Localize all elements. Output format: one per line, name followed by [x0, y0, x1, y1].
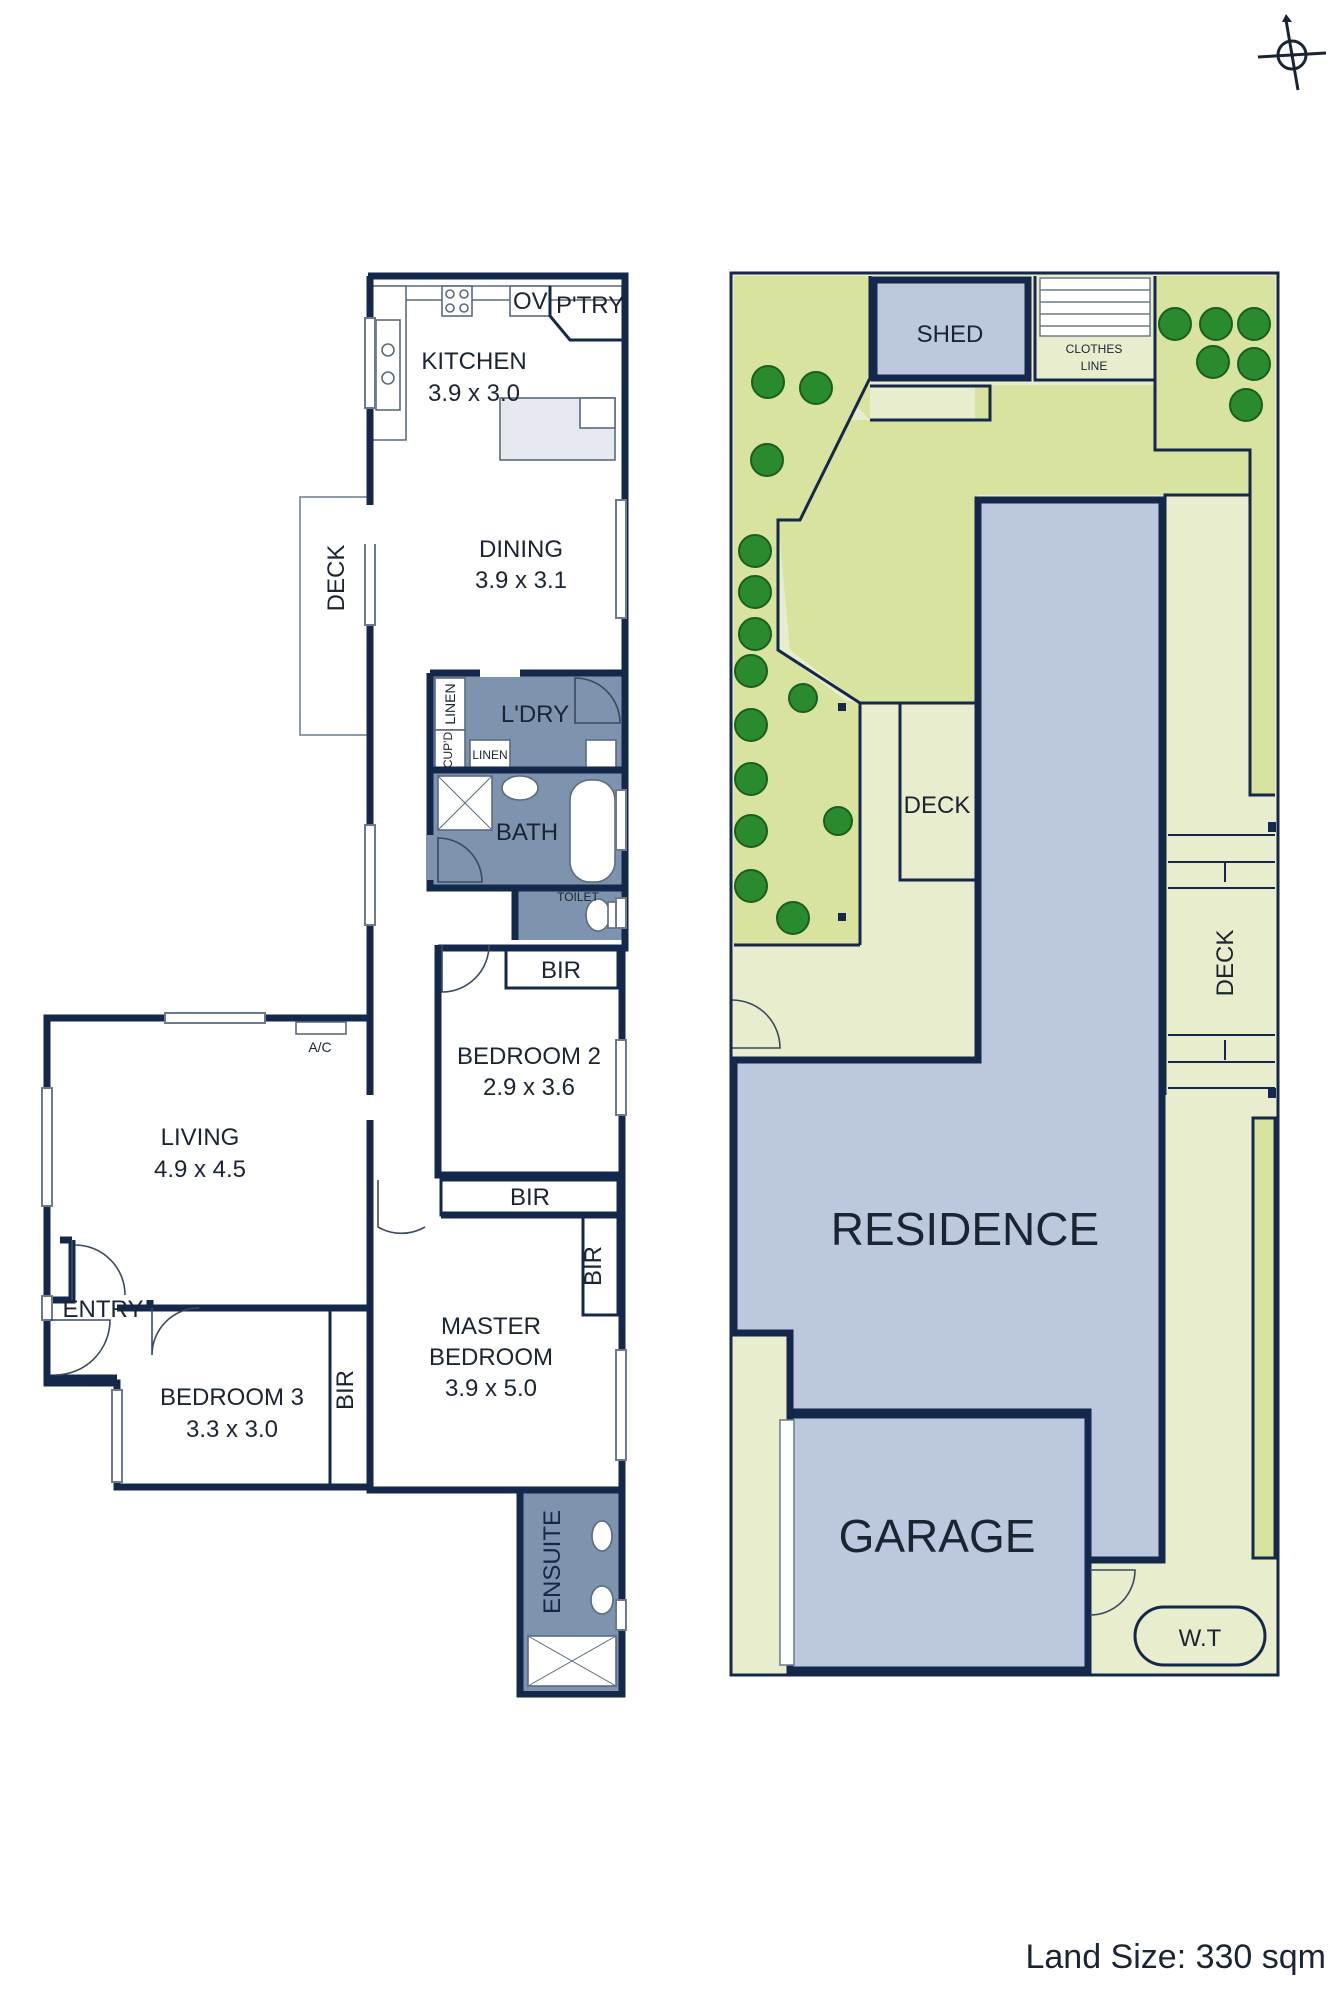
kitchen-size: 3.9 x 3.0	[428, 380, 520, 407]
lawn-strip-right	[1253, 1118, 1275, 1558]
label-clothes-1: CLOTHES	[1066, 342, 1123, 356]
house-floor-plan: OV P'TRY KITCHEN 3.9 x 3.0 DINING 3.9 x …	[41, 272, 629, 1698]
side-deck	[299, 496, 371, 736]
land-size: Land Size: 330 sqm	[1025, 1938, 1326, 1976]
linen-cupboard-2	[469, 739, 511, 769]
label-ac: A/C	[308, 1039, 331, 1055]
compass-icon	[1257, 14, 1327, 91]
dining-size: 3.9 x 3.1	[475, 567, 567, 594]
label-ensuite: ENSUITE	[539, 1510, 566, 1614]
deck-steps	[1168, 822, 1276, 1098]
linen-cupboard	[434, 677, 466, 731]
bathtub-icon	[569, 779, 616, 883]
label-bath: BATH	[496, 819, 558, 846]
house-outer-walls	[43, 272, 629, 1494]
cooktop-icon	[441, 285, 473, 317]
bedroom2-size: 2.9 x 3.6	[483, 1074, 575, 1101]
clothes-line	[1039, 277, 1151, 337]
washbasin-icon	[501, 775, 539, 801]
label-entry: ENTRY	[63, 1296, 144, 1323]
label-linen: LINEN	[472, 748, 507, 762]
label-shed: SHED	[917, 321, 984, 348]
label-site-deck: DECK	[904, 792, 971, 819]
shower-icon	[437, 775, 493, 831]
label-pantry: P'TRY	[556, 292, 624, 319]
bir-master-top-box	[439, 1178, 620, 1217]
label-toilet: TOILET	[557, 890, 599, 904]
bedroom3-size: 3.3 x 3.0	[186, 1416, 278, 1443]
tree-icon	[734, 307, 1271, 935]
label-ov: OV	[513, 288, 548, 315]
living-size: 4.9 x 4.5	[154, 1156, 246, 1183]
bedroom2-name: BEDROOM 2	[457, 1043, 601, 1070]
bir-bed2-box	[504, 948, 620, 990]
dining-name: DINING	[479, 536, 563, 563]
shed	[870, 276, 1032, 382]
label-water-tank: W.T	[1179, 1625, 1222, 1652]
label-linen-vertical: LINEN	[442, 683, 458, 724]
master-name-1: MASTER	[441, 1313, 541, 1340]
sink-icon	[375, 319, 401, 411]
site-plan: CLOTHES LINE SHED RESIDENCE GARAGE DECK …	[729, 271, 1280, 1677]
label-residence: RESIDENCE	[831, 1203, 1099, 1255]
label-cupd: CUP'D	[441, 732, 455, 769]
laundry-tub	[585, 739, 617, 769]
label-bir-bed2: BIR	[541, 957, 581, 984]
label-laundry: L'DRY	[501, 701, 569, 728]
label-site-deck-right: DECK	[1212, 930, 1239, 997]
master-size: 3.9 x 5.0	[445, 1375, 537, 1402]
label-clothes-2: LINE	[1081, 359, 1108, 373]
door-swing-icon	[441, 944, 490, 993]
kitchen-name: KITCHEN	[421, 348, 526, 375]
living-name: LIVING	[161, 1124, 240, 1151]
master-name-2: BEDROOM	[429, 1344, 553, 1371]
label-bir-bed3: BIR	[332, 1370, 359, 1410]
ac-unit	[295, 1021, 347, 1035]
water-tank	[1133, 1605, 1267, 1667]
pantry-wall	[548, 286, 622, 342]
label-garage: GARAGE	[839, 1510, 1036, 1562]
label-side-deck: DECK	[323, 545, 350, 612]
ensuite-shower	[527, 1635, 617, 1687]
label-bir-master-side: BIR	[580, 1246, 607, 1286]
label-bir-master-top: BIR	[510, 1184, 550, 1211]
bir-master-side-box	[581, 1215, 620, 1317]
bedroom3-name: BEDROOM 3	[160, 1384, 304, 1411]
